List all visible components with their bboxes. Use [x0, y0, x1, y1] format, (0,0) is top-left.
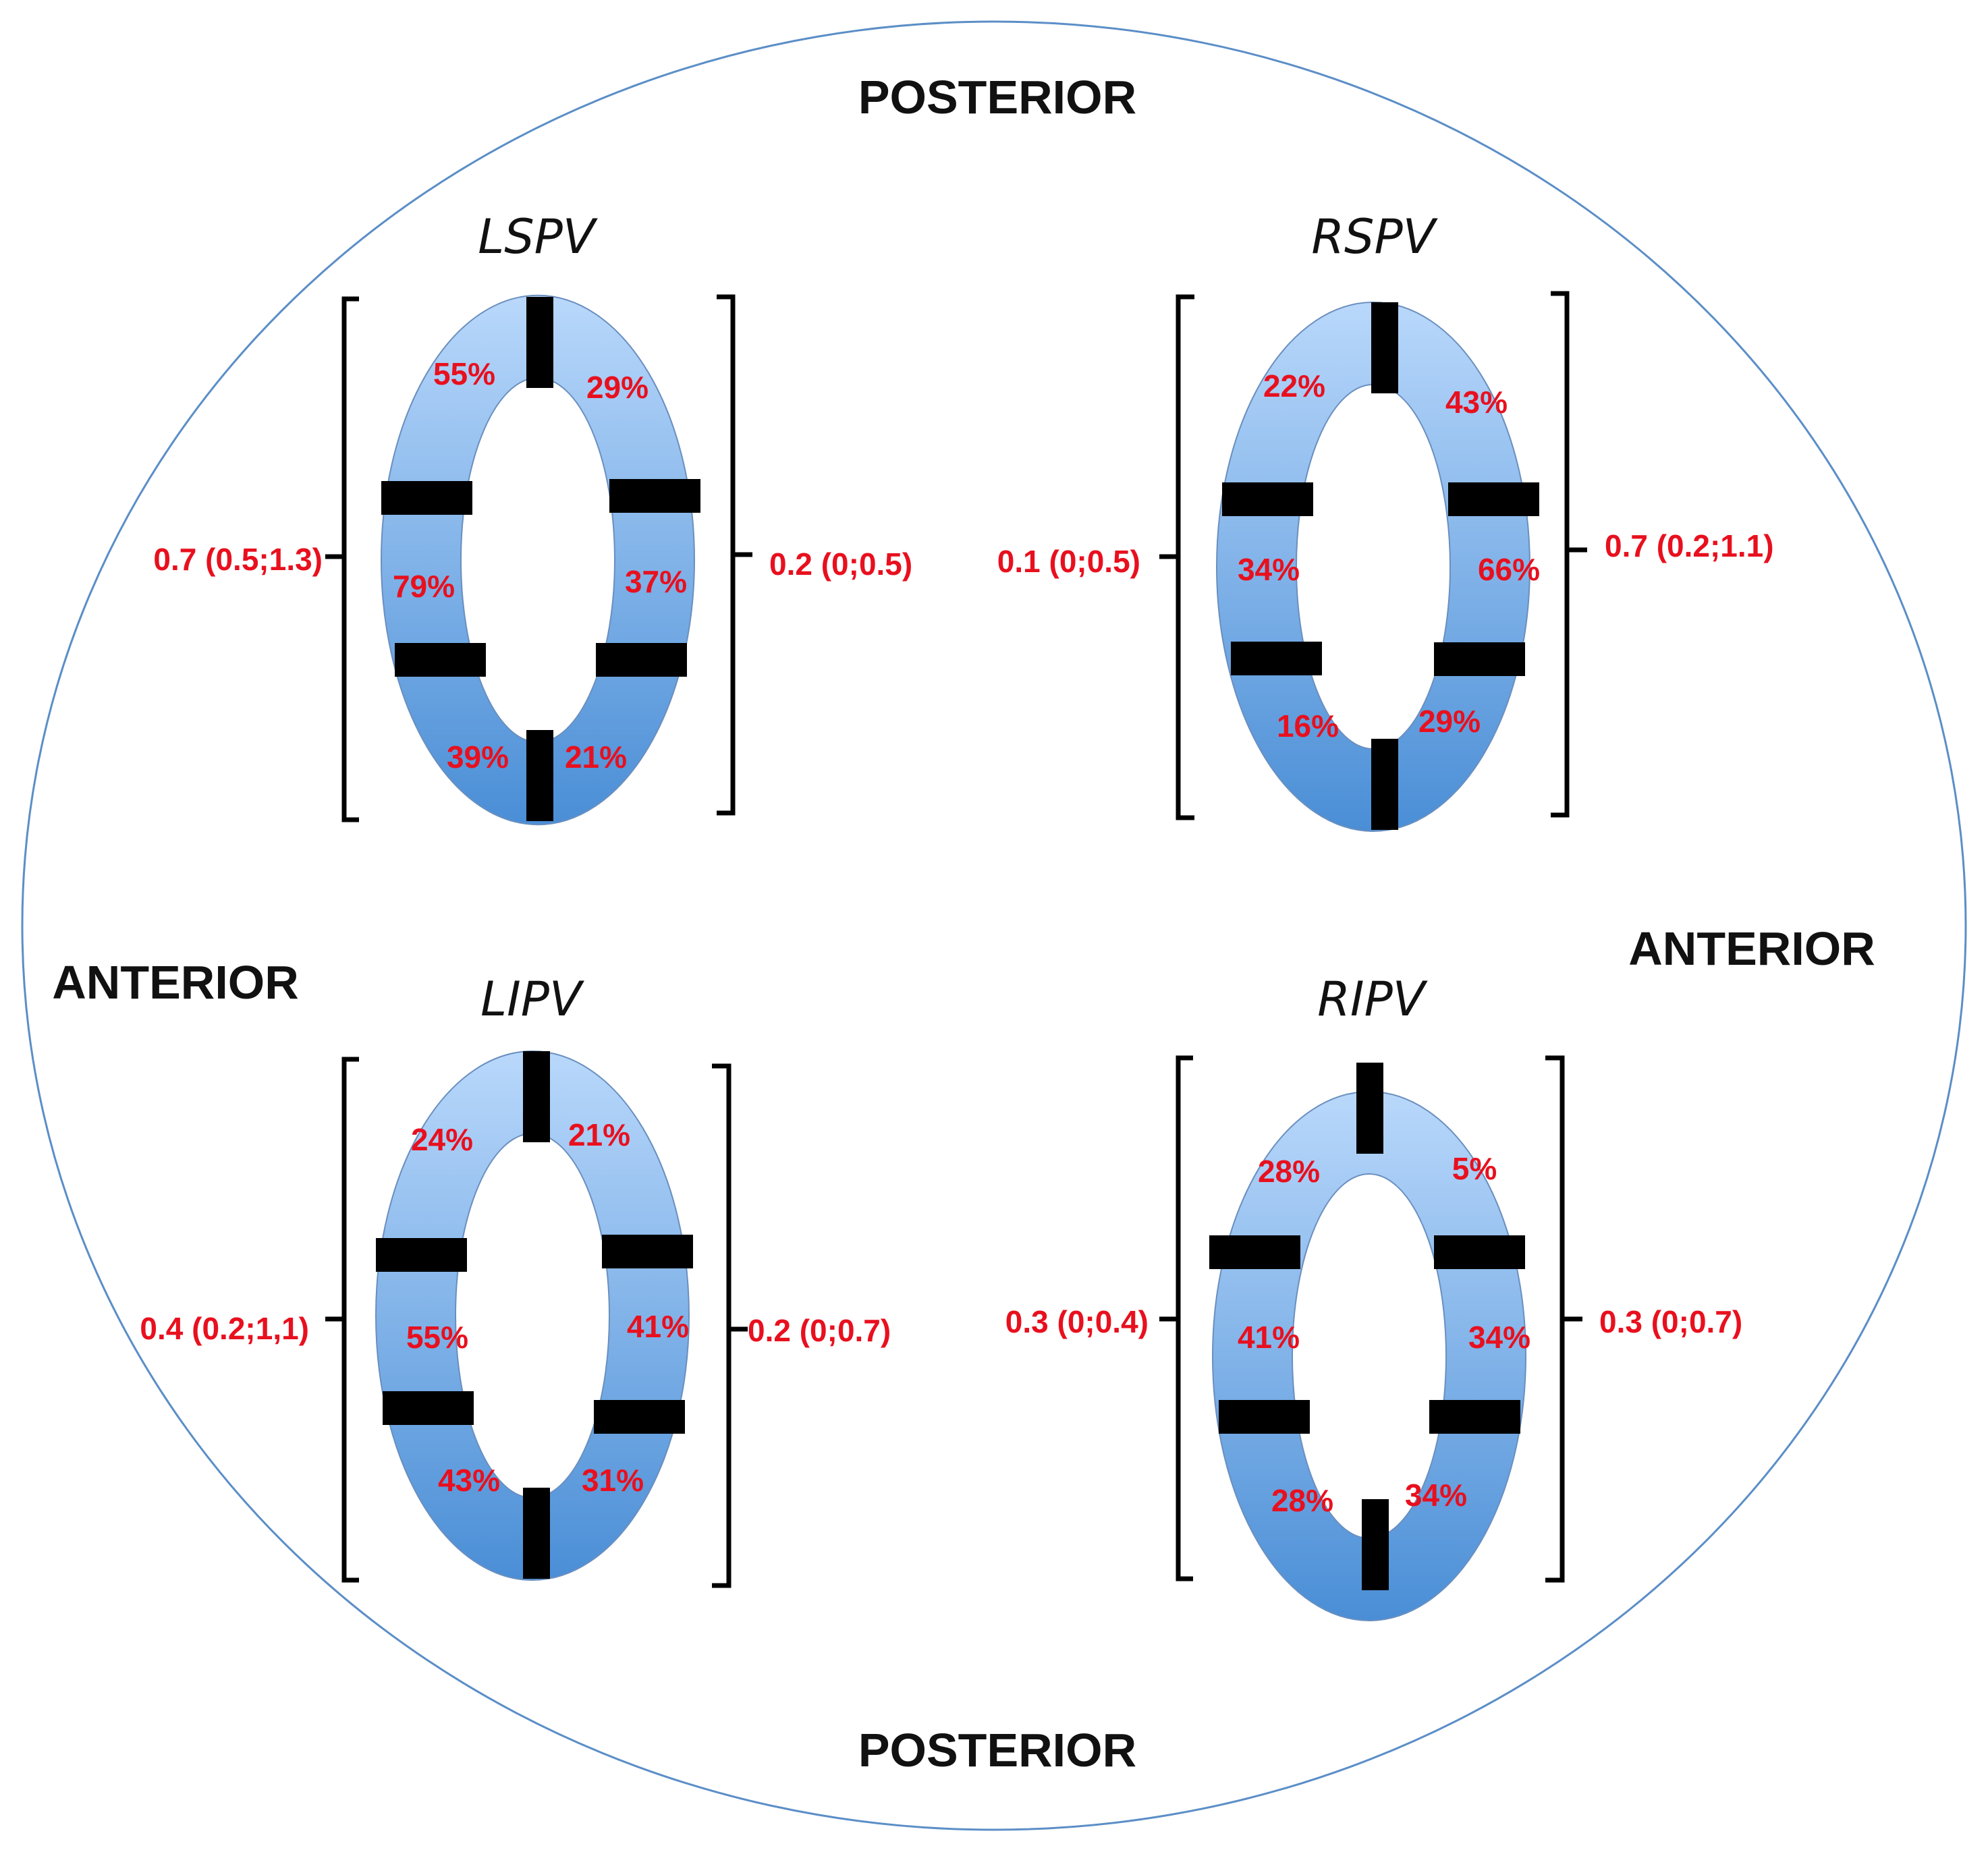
left-bracket: [1159, 1055, 1193, 1581]
segment-value: 39%: [447, 739, 509, 775]
segment-marker: [526, 730, 553, 821]
right-value-rspv: 0.7 (0.2;1.1): [1605, 528, 1774, 563]
right-value-lspv: 0.2 (0;0.5): [769, 546, 912, 582]
segment-value: 43%: [438, 1463, 500, 1498]
segment-marker: [1429, 1400, 1520, 1434]
segment-marker: [1209, 1235, 1300, 1269]
segment-value: 31%: [582, 1463, 644, 1498]
segment-marker: [602, 1235, 693, 1268]
segment-marker: [383, 1391, 474, 1425]
left-bracket: [325, 1057, 359, 1583]
segment-value: 41%: [627, 1309, 689, 1344]
left-value-rspv: 0.1 (0;0.5): [997, 544, 1140, 579]
vein-name-lspv: LSPV: [478, 209, 598, 264]
segment-value: 16%: [1277, 708, 1339, 744]
vein-name-rspv: RSPV: [1311, 209, 1437, 264]
vein-lspv: LSPV 55% 29% 79% 37% 39% 21% 0.7 (0.5;1.…: [153, 209, 912, 825]
segment-marker: [594, 1400, 685, 1434]
segment-marker: [1356, 1063, 1383, 1154]
vein-rspv: RSPV 22% 43% 34% 66% 16% 29% 0.1 (0;0.5)…: [997, 209, 1774, 832]
segment-marker: [526, 297, 553, 388]
segment-marker: [1219, 1400, 1310, 1434]
segment-marker: [395, 643, 486, 677]
right-value-ripv: 0.3 (0;0.7): [1599, 1304, 1742, 1339]
right-value-lipv: 0.2 (0;0.7): [748, 1313, 891, 1348]
segment-marker: [523, 1051, 550, 1142]
right-bracket: [1545, 1055, 1582, 1583]
left-value-lipv: 0.4 (0.2;1,1): [140, 1311, 309, 1346]
segment-value: 55%: [406, 1320, 468, 1355]
segment-value: 41%: [1238, 1320, 1300, 1355]
vein-ripv: RIPV 28% 5% 41% 34% 28% 34% 0.3 (0;0.4) …: [1005, 972, 1742, 1621]
segment-marker: [596, 643, 687, 677]
segment-marker: [1434, 642, 1525, 676]
ring-lspv-shape: [380, 295, 696, 825]
atrium-outline: [21, 20, 1967, 1831]
segment-value: 21%: [568, 1117, 630, 1152]
orientation-top-label: POSTERIOR: [858, 71, 1136, 123]
segment-value: 21%: [565, 739, 627, 775]
vein-name-ripv: RIPV: [1317, 972, 1427, 1027]
segment-value: 24%: [411, 1122, 473, 1157]
left-value-lspv: 0.7 (0.5;1.3): [153, 542, 323, 577]
segment-value: 79%: [393, 569, 455, 604]
left-bracket: [325, 296, 359, 822]
segment-value: 43%: [1445, 385, 1508, 420]
segment-value: 34%: [1405, 1478, 1467, 1513]
ring-ripv-shape: [1211, 1091, 1527, 1621]
ring-lipv-shape: [375, 1050, 690, 1581]
segment-value: 28%: [1258, 1154, 1320, 1189]
segment-marker: [1231, 642, 1322, 675]
segment-marker: [609, 479, 700, 513]
segment-value: 34%: [1468, 1320, 1530, 1355]
segment-value: 55%: [433, 356, 495, 391]
segment-marker: [1371, 739, 1398, 830]
right-bracket: [712, 1063, 748, 1588]
segment-value: 5%: [1452, 1151, 1497, 1186]
segment-marker: [1362, 1499, 1389, 1590]
segment-value: 66%: [1478, 552, 1540, 587]
vein-name-lipv: LIPV: [480, 972, 584, 1027]
left-bracket: [1159, 294, 1194, 820]
segment-value: 29%: [586, 370, 648, 405]
segment-marker: [376, 1238, 467, 1272]
segment-marker: [523, 1488, 550, 1579]
segment-marker: [381, 481, 472, 515]
segment-marker: [1371, 302, 1398, 393]
segment-value: 29%: [1418, 704, 1481, 739]
orientation-left-label: ANTERIOR: [52, 956, 299, 1009]
ring-rspv-shape: [1215, 302, 1531, 832]
segment-marker: [1448, 482, 1539, 516]
segment-value: 22%: [1263, 368, 1325, 403]
segment-value: 28%: [1271, 1483, 1333, 1518]
segment-marker: [1434, 1235, 1525, 1269]
right-bracket: [717, 294, 752, 816]
segment-value: 34%: [1238, 552, 1300, 587]
left-value-ripv: 0.3 (0;0.4): [1005, 1304, 1149, 1339]
orientation-bottom-label: POSTERIOR: [858, 1724, 1136, 1776]
right-bracket: [1551, 291, 1587, 818]
orientation-right-label: ANTERIOR: [1628, 922, 1875, 975]
segment-marker: [1222, 482, 1313, 516]
segment-value: 37%: [625, 564, 687, 599]
vein-lipv: LIPV 24% 21% 55% 41% 43% 31% 0.4 (0.2;1,…: [140, 972, 891, 1588]
